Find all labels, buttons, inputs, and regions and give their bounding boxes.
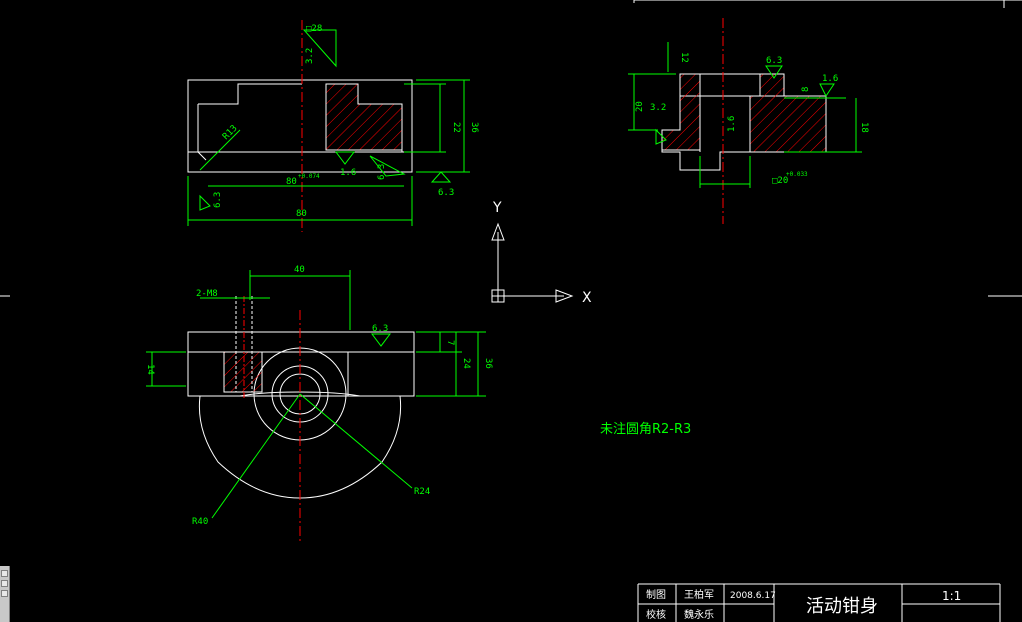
dim-12: 12 bbox=[679, 52, 689, 63]
side-view-top-right[interactable]: 12 6.3 8 1.6 20 3.2 1.6 18 □20 +0.033 bbox=[628, 18, 869, 224]
front-view-top-left[interactable]: □28 3.2 80 +0.074 80 22 36 1.6 6.3 6.3 6… bbox=[187, 20, 479, 232]
dim-2-M8: 2-M8 bbox=[196, 289, 218, 299]
toolbar-button[interactable] bbox=[1, 580, 8, 587]
dim-roughness-6-3: 6.3 bbox=[766, 56, 782, 66]
dim-8: 8 bbox=[801, 87, 811, 92]
dim-80: 80 bbox=[296, 209, 307, 219]
part-name: 活动钳身 bbox=[806, 596, 878, 617]
dim-roughness-6-3a: 6.3 bbox=[377, 164, 387, 180]
dim-80-superscript: +0.074 bbox=[298, 173, 320, 180]
crosshair bbox=[0, 0, 1022, 297]
title-name-check: 魏永乐 bbox=[684, 608, 714, 621]
dim-36: 36 bbox=[483, 358, 493, 369]
dim-80-tolerance: 80 bbox=[286, 177, 297, 187]
dim-roughness-6-3b: 6.3 bbox=[438, 188, 454, 198]
dim-R40: R40 bbox=[192, 517, 208, 527]
toolbar-stub[interactable] bbox=[0, 566, 10, 622]
title-role-check: 校核 bbox=[646, 608, 666, 621]
title-date: 2008.6.17 bbox=[730, 591, 776, 601]
dim-R24: R24 bbox=[414, 487, 430, 497]
ucs-y-label: Y bbox=[492, 200, 502, 216]
dim-20: 20 bbox=[635, 101, 645, 112]
dim-roughness-1-6: 1.6 bbox=[822, 74, 838, 84]
dim-40: 40 bbox=[294, 265, 305, 275]
dim-18: 18 bbox=[859, 122, 869, 133]
title-block: 制图 王柏军 2008.6.17 校核 魏永乐 活动钳身 1:1 bbox=[637, 583, 1001, 622]
ucs-x-label: X bbox=[582, 290, 592, 306]
toolbar-button[interactable] bbox=[1, 590, 8, 597]
dim-roughness-6-3c: 6.3 bbox=[213, 192, 223, 208]
dim-square-20-sup: +0.033 bbox=[786, 171, 808, 178]
title-role-draw: 制图 bbox=[646, 588, 666, 601]
dim-square-20: □20 bbox=[772, 176, 788, 186]
dim-14: 14 bbox=[145, 364, 155, 375]
fillet-note: 未注圆角R2-R3 bbox=[600, 422, 691, 437]
dim-roughness-3-2: 3.2 bbox=[305, 48, 315, 64]
dim-roughness-1-6b: 1.6 bbox=[727, 116, 737, 132]
dim-square-28: □28 bbox=[306, 24, 322, 34]
title-name-draw: 王柏军 bbox=[684, 588, 714, 601]
dim-7: 7 bbox=[445, 340, 455, 345]
dim-roughness-1-6: 1.6 bbox=[340, 168, 356, 178]
dim-roughness-6-3: 6.3 bbox=[372, 324, 388, 334]
dim-24: 24 bbox=[461, 358, 471, 369]
dim-22: 22 bbox=[451, 122, 461, 133]
top-view-bottom-left[interactable]: 40 2-M8 6.3 7 14 24 36 R40 R24 bbox=[145, 265, 493, 542]
dim-36: 36 bbox=[469, 122, 479, 133]
dim-roughness-3-2: 3.2 bbox=[650, 103, 666, 113]
toolbar-button[interactable] bbox=[1, 570, 8, 577]
dim-R13: R13 bbox=[221, 124, 240, 143]
scale-value: 1:1 bbox=[942, 589, 961, 603]
ucs-icon: Y X bbox=[491, 200, 592, 306]
